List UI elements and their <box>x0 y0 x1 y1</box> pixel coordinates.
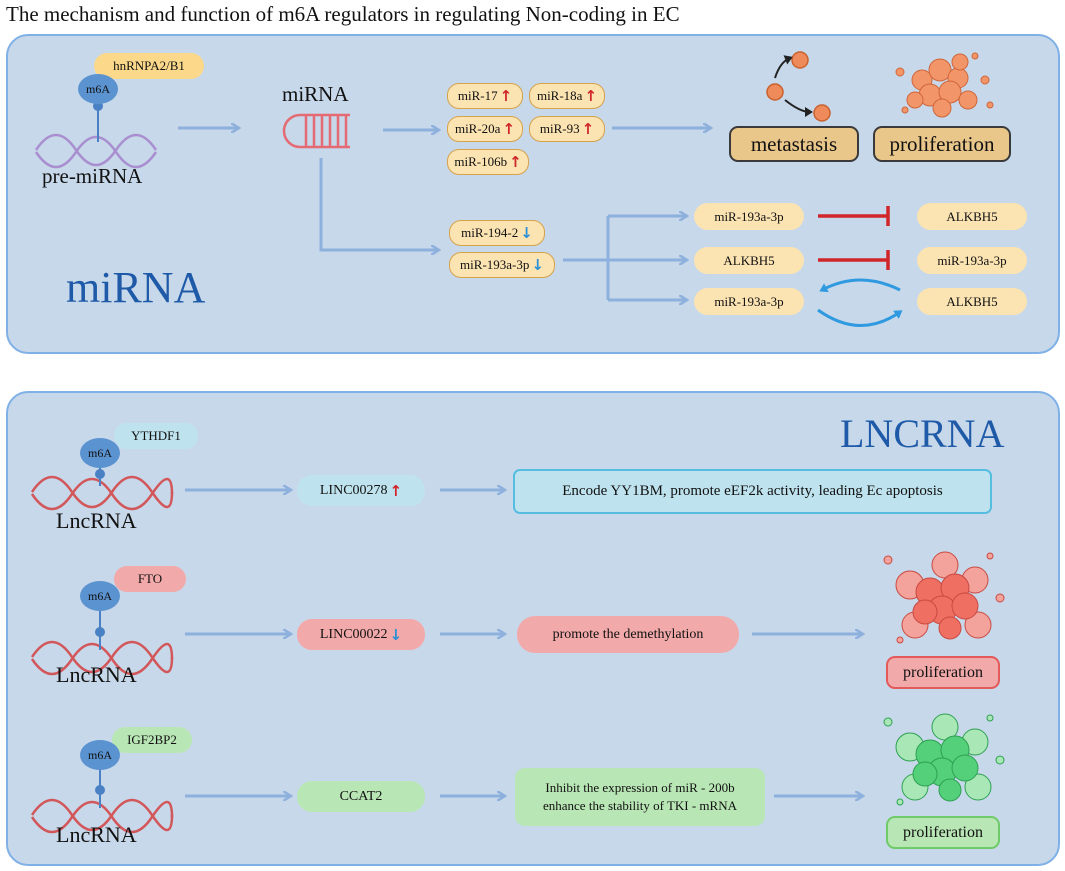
m6a-mark-row3: m6A <box>80 740 120 770</box>
pre-mirna-label: pre-miRNA <box>42 164 143 188</box>
branch-arrows <box>563 216 686 300</box>
interaction-3-left: miR-193a-3p <box>694 288 804 315</box>
feedback-loop-icon <box>817 278 903 327</box>
outcome-metastasis: metastasis <box>729 126 859 162</box>
mirna-down-1: miR-194-2↓ <box>449 220 545 246</box>
ythdf1-protein: YTHDF1 <box>114 423 198 449</box>
m6a-mark: m6A <box>78 74 118 104</box>
effect-row3: Inhibit the expression of miR - 200b enh… <box>515 768 765 826</box>
pre-mirna-strand <box>34 133 158 169</box>
interaction-2-right: miR-193a-3p <box>917 247 1027 274</box>
metastasis-cells-icon <box>766 51 831 122</box>
linc00022-pill: LINC00022↓ <box>297 619 425 650</box>
mirna-hairpin-icon <box>282 113 350 149</box>
outcome-proliferation-mirna: proliferation <box>873 126 1011 162</box>
inhibition-arrow-1 <box>818 206 890 226</box>
fto-protein: FTO <box>114 566 186 592</box>
mirna-down-2: miR-193a-3p↓ <box>449 252 555 278</box>
m6a-mark-row2: m6A <box>80 581 120 611</box>
mirna-up-2: miR-18a↑ <box>529 83 605 109</box>
mirna-up-4: miR-93↑ <box>529 116 605 142</box>
inhibition-arrow-2 <box>818 250 890 270</box>
proliferation-cluster-orange <box>895 52 994 118</box>
mirna-section-label: miRNA <box>66 263 206 312</box>
outcome-proliferation-row2: proliferation <box>886 656 1000 689</box>
interaction-2-left: ALKBH5 <box>694 247 804 274</box>
lncrna-strand-2 <box>30 640 174 676</box>
ccat2-pill: CCAT2 <box>297 781 425 812</box>
mirna-up-3: miR-20a↑ <box>447 116 523 142</box>
lncrna-strand-1 <box>30 475 174 511</box>
proliferation-cluster-red <box>883 551 1005 644</box>
outcome-proliferation-row3: proliferation <box>886 816 1000 849</box>
lncrna-label-row2: LncRNA <box>56 662 137 687</box>
lncrna-label-row3: LncRNA <box>56 822 137 847</box>
interaction-3-right: ALKBH5 <box>917 288 1027 315</box>
linc00278-pill: LINC00278↑ <box>297 475 425 506</box>
interaction-1-right: ALKBH5 <box>917 203 1027 230</box>
mirna-up-1: miR-17↑ <box>447 83 523 109</box>
proliferation-cluster-green <box>883 713 1005 806</box>
figure-title: The mechanism and function of m6A regula… <box>6 2 680 26</box>
arrow-mirna-to-down <box>319 158 438 250</box>
interaction-1-left: miR-193a-3p <box>694 203 804 230</box>
m6a-mark-row1: m6A <box>80 438 120 468</box>
lncrna-strand-3 <box>30 798 174 834</box>
lncrna-label-row1: LncRNA <box>56 508 137 533</box>
effect-row1: Encode YY1BM, promote eEF2k activity, le… <box>513 469 992 514</box>
igf2bp2-protein: IGF2BP2 <box>112 727 192 753</box>
mirna-hairpin-label: miRNA <box>282 82 349 106</box>
effect-row2: promote the demethylation <box>517 616 739 653</box>
hnrnpa2b1-protein: hnRNPA2/B1 <box>94 53 204 79</box>
lncrna-section-label: LNCRNA <box>840 411 1005 456</box>
mirna-up-5: miR-106b↑ <box>447 149 529 175</box>
